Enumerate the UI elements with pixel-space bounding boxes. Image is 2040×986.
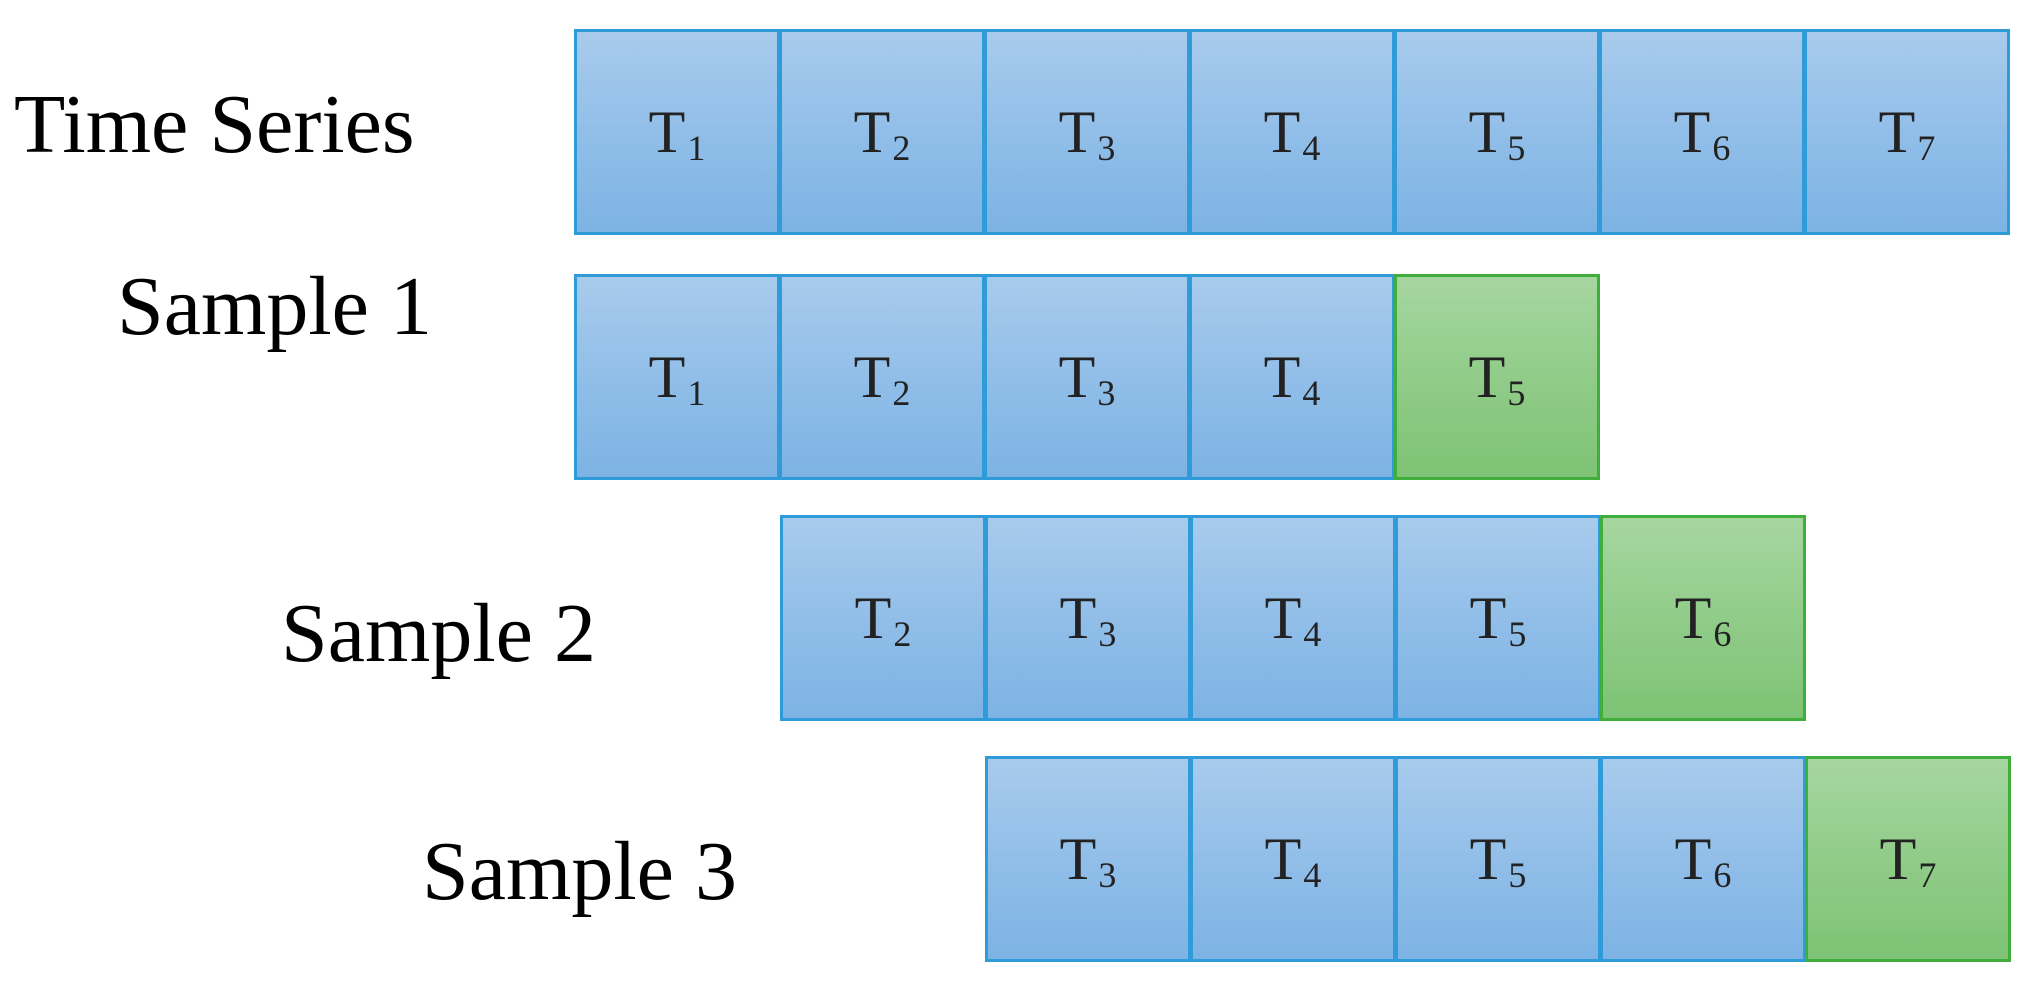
cell-label-subscript: 5 (1508, 613, 1527, 654)
cell-label-base: T (1264, 584, 1302, 651)
cell-label-base: T (1674, 825, 1712, 892)
cell-label-subscript: 3 (1098, 613, 1117, 654)
cell-label-subscript: 5 (1507, 127, 1526, 168)
cell-label-subscript: 7 (1917, 127, 1936, 168)
cell-label-base: T (1469, 584, 1507, 651)
row-label-sample-2: Sample 2 (281, 587, 596, 680)
cell-label-subscript: 4 (1302, 127, 1321, 168)
cell-label-base: T (1059, 584, 1097, 651)
cell-label-subscript: 2 (892, 127, 911, 168)
row-label-sample-3: Sample 3 (422, 825, 737, 918)
cell-label-subscript: 2 (893, 613, 912, 654)
cell-label-subscript: 4 (1303, 613, 1322, 654)
cell-label-subscript: 1 (687, 372, 706, 413)
cell-label-subscript: 7 (1918, 854, 1937, 895)
cell-label-base: T (1674, 584, 1712, 651)
cell-label-base: T (1468, 98, 1506, 165)
row-label-sample-1: Sample 1 (117, 260, 432, 353)
cell-label-subscript: 3 (1098, 854, 1117, 895)
cell-label-base: T (853, 98, 891, 165)
cell-label-subscript: 1 (687, 127, 706, 168)
cell-label-subscript: 2 (892, 372, 911, 413)
cell-label-base: T (1879, 825, 1917, 892)
cell-label-subscript: 3 (1097, 372, 1116, 413)
cell-label-base: T (648, 343, 686, 410)
cell-label-base: T (1264, 825, 1302, 892)
cell-label-base: T (1059, 825, 1097, 892)
cell-label-base: T (1058, 98, 1096, 165)
cell-label-subscript: 5 (1507, 372, 1526, 413)
cell-label-subscript: 6 (1713, 613, 1732, 654)
cell-label-base: T (1469, 825, 1507, 892)
cell-label-base: T (1673, 98, 1711, 165)
cell-label-subscript: 6 (1713, 854, 1732, 895)
cell-label-subscript: 4 (1302, 372, 1321, 413)
cell-label-subscript: 4 (1303, 854, 1322, 895)
cell-label-base: T (853, 343, 891, 410)
cell-label-base: T (854, 584, 892, 651)
cell-label-base: T (1468, 343, 1506, 410)
cell-label-base: T (1058, 343, 1096, 410)
cell-label-base: T (648, 98, 686, 165)
cell-label-subscript: 5 (1508, 854, 1527, 895)
cell-label-base: T (1263, 343, 1301, 410)
row-label-time-series: Time Series (14, 78, 415, 171)
cell-label-subscript: 6 (1712, 127, 1731, 168)
cell-label-subscript: 3 (1097, 127, 1116, 168)
cell-label-base: T (1263, 98, 1301, 165)
cell-label-base: T (1878, 98, 1916, 165)
